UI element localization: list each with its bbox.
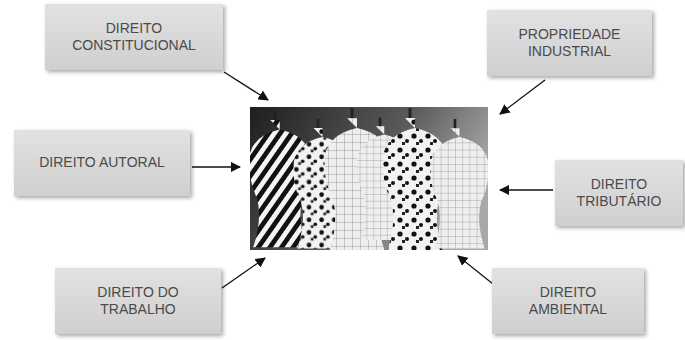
law-box: DIREITO DO TRABALHO — [55, 268, 221, 334]
law-box: DIREITO CONSTITUCIONAL — [45, 4, 223, 70]
leader-arrow — [192, 166, 240, 167]
box-label: PROPRIEDADE INDUSTRIAL — [499, 26, 640, 61]
photo-ground — [250, 107, 488, 250]
box-label: DIREITO AUTORAL — [39, 154, 165, 172]
leader-arrow — [222, 258, 265, 288]
box-label: DIREITO AMBIENTAL — [504, 284, 632, 319]
leader-arrow — [500, 80, 545, 114]
box-label: DIREITO CONSTITUCIONAL — [57, 20, 211, 55]
leader-arrow — [224, 72, 268, 100]
leader-arrow — [458, 256, 493, 284]
leader-arrows — [192, 72, 553, 288]
law-box: DIREITO AUTORAL — [14, 130, 190, 196]
law-box: PROPRIEDADE INDUSTRIAL — [487, 10, 652, 76]
leader-arrow — [500, 189, 553, 190]
law-box: DIREITO AMBIENTAL — [492, 268, 644, 334]
box-label: DIREITO DO TRABALHO — [67, 284, 209, 319]
mannequin — [430, 128, 488, 249]
law-box: DIREITO TRIBUTÁRIO — [555, 160, 683, 226]
mannequin-photo — [250, 107, 488, 250]
box-label: DIREITO TRIBUTÁRIO — [567, 176, 671, 211]
